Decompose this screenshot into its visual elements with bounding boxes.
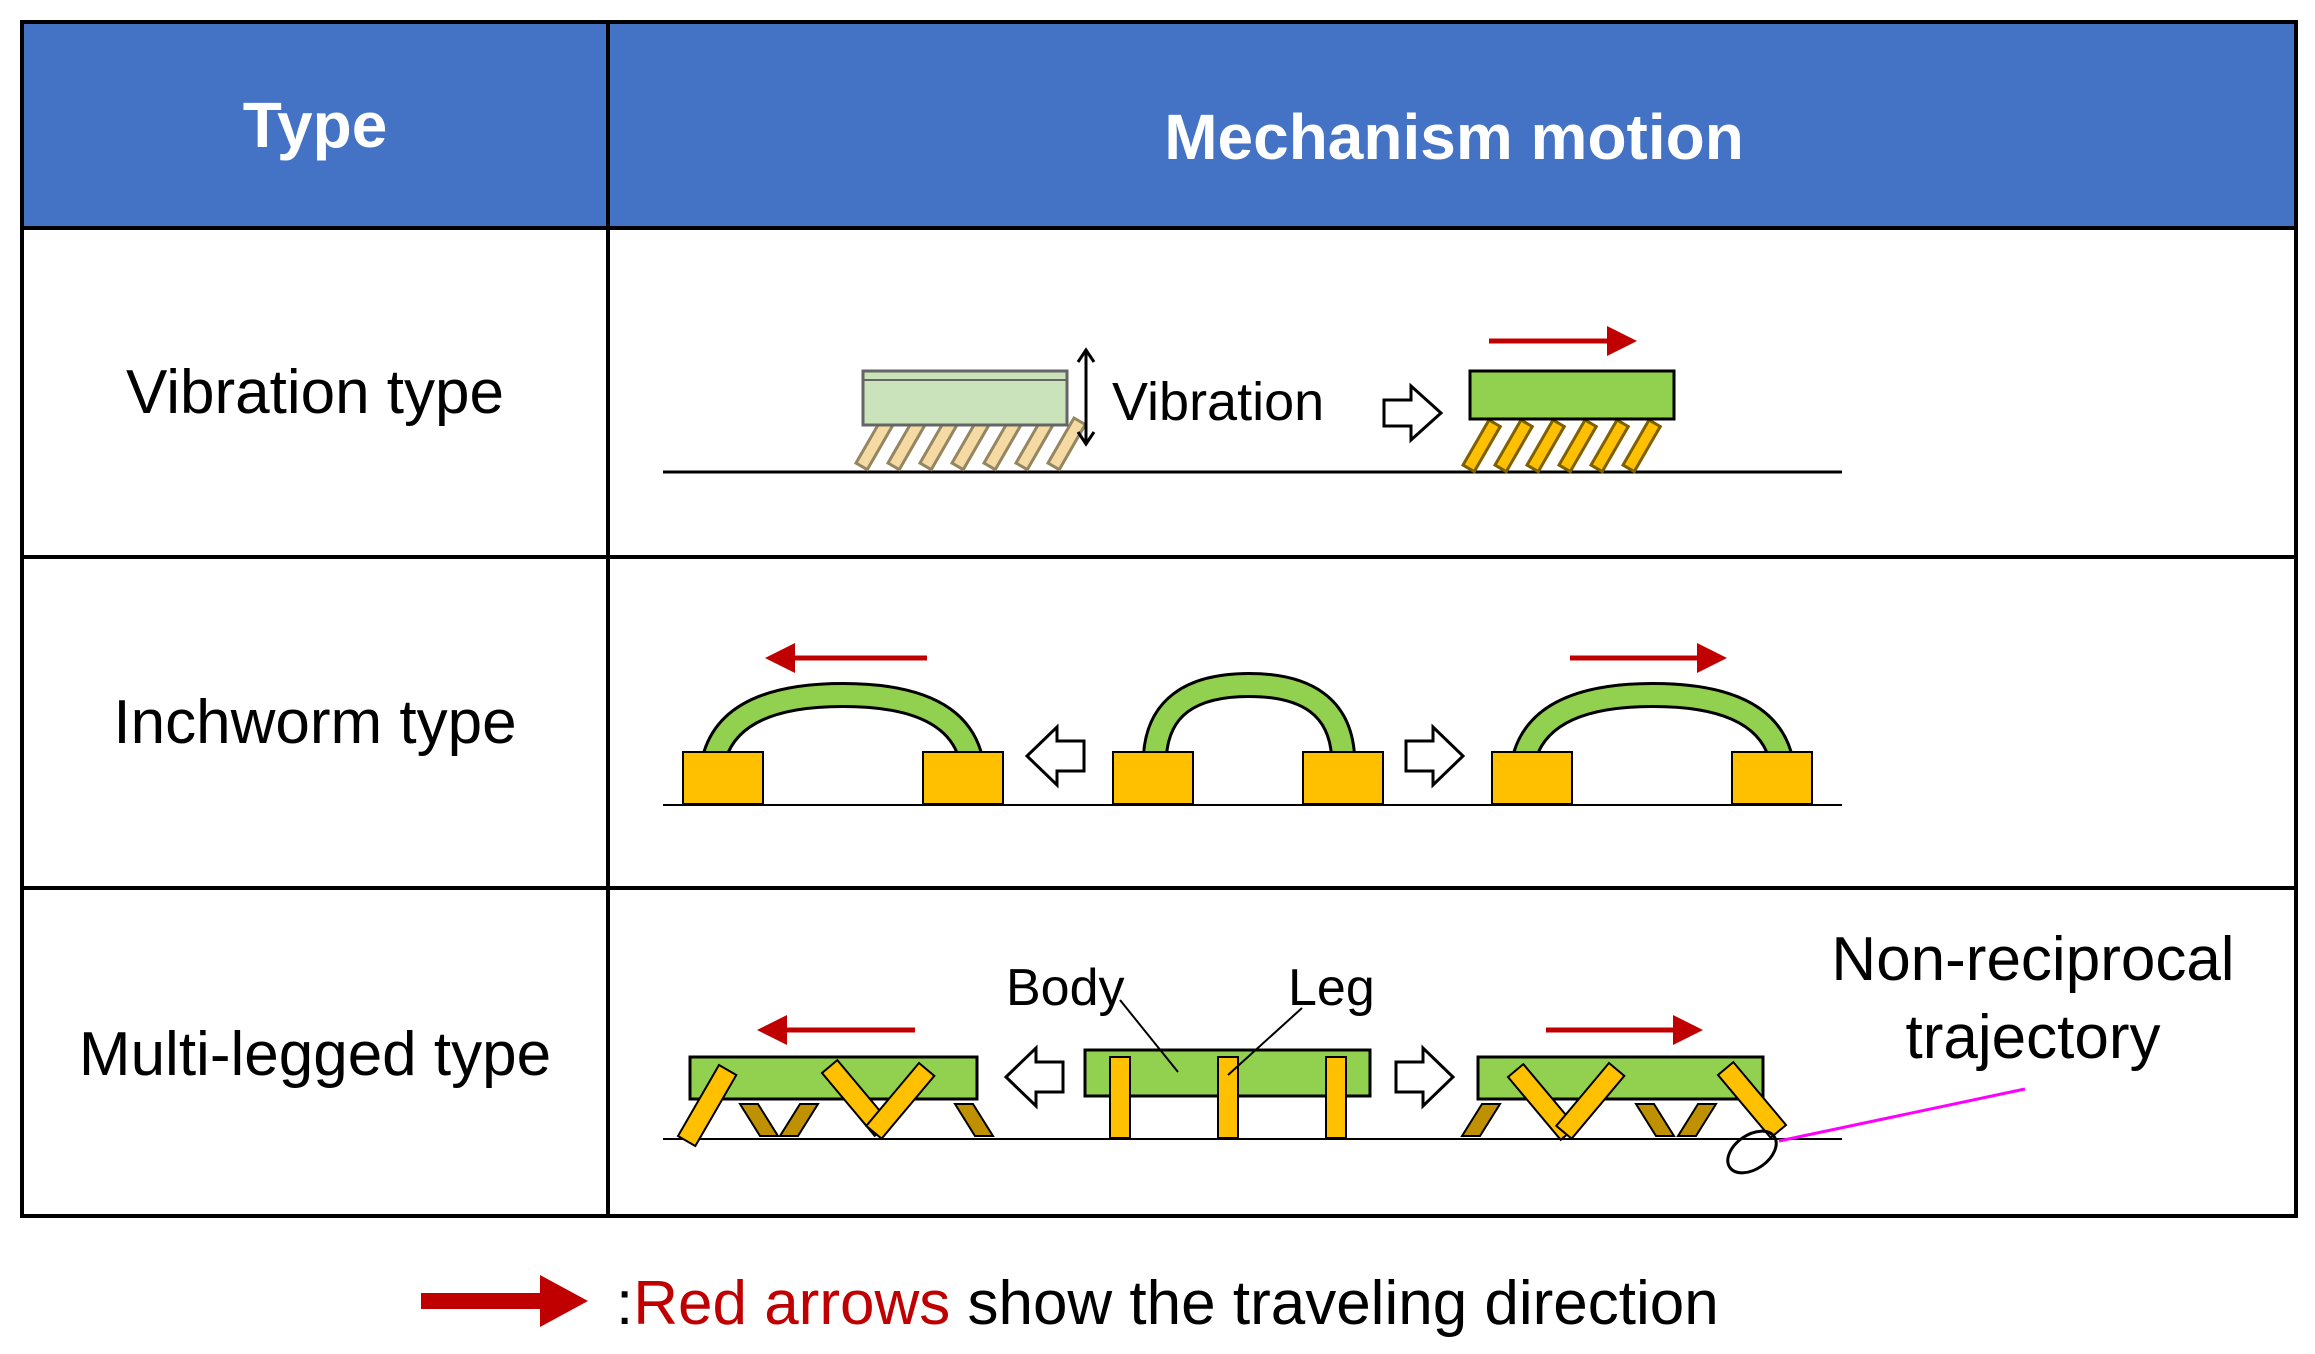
ghost-legs (853, 415, 1088, 472)
trajectory-pointer (1778, 1087, 2026, 1143)
column-divider (606, 24, 610, 1214)
vibration-double-arrow (1076, 347, 1096, 447)
body-pointer (1119, 999, 1179, 1073)
inchworm-diagram (663, 643, 1842, 806)
body-label: Body (1006, 959, 1125, 1017)
legend-prefix: : (616, 1268, 634, 1338)
trajectory-label-2: trajectory (1906, 1003, 2161, 1072)
transition-arrow-left (1003, 1044, 1065, 1110)
mechanism-table: Type Mechanism motion Vibration type Inc… (20, 20, 2298, 1218)
transition-arrow-right (1382, 382, 1444, 444)
header-type: Type (242, 89, 388, 161)
inchworm-right (1491, 681, 1813, 805)
transition-arrow-left (1024, 723, 1086, 789)
trajectory-ellipse (1726, 1129, 1778, 1175)
table-header (24, 24, 2294, 230)
row-vibration-type-label: Vibration type (126, 358, 504, 427)
vibration-annotation: Vibration (1112, 372, 1324, 432)
row-divider (24, 555, 2294, 559)
row-divider (24, 886, 2294, 890)
vibration-diagram: Vibration (663, 326, 1842, 474)
legend-highlight: Red arrows (633, 1268, 951, 1338)
transition-arrow-right (1394, 1044, 1456, 1110)
inchworm-left (682, 681, 1004, 805)
row-multi-legged-type-label: Multi-legged type (78, 1019, 552, 1089)
header-mechanism-motion: Mechanism motion (1164, 101, 1744, 173)
vibrating-body-ghost (853, 369, 1088, 472)
inchworm-middle (1112, 671, 1384, 805)
multi-legged-middle: Body Leg (1006, 959, 1375, 1139)
transition-arrow-right (1404, 723, 1466, 789)
vibration-body-moving (1460, 369, 1676, 474)
legs (1460, 417, 1663, 474)
multi-legged-diagram: Body Leg Non-reciprocal trajectory (663, 925, 2235, 1175)
row-inchworm-type-label: Inchworm type (113, 688, 517, 757)
leg-pointer (1227, 1007, 1303, 1076)
leg-label: Leg (1288, 959, 1375, 1017)
body-rect (1468, 369, 1676, 421)
legend-arrow-icon (421, 1275, 588, 1327)
multi-legged-left (676, 1055, 995, 1148)
legend: : Red arrows show the traveling directio… (608, 1258, 1719, 1348)
trajectory-label-1: Non-reciprocal (1831, 925, 2234, 994)
legend-suffix: show the traveling direction (950, 1268, 1719, 1338)
multi-legged-right (1460, 1055, 1788, 1142)
